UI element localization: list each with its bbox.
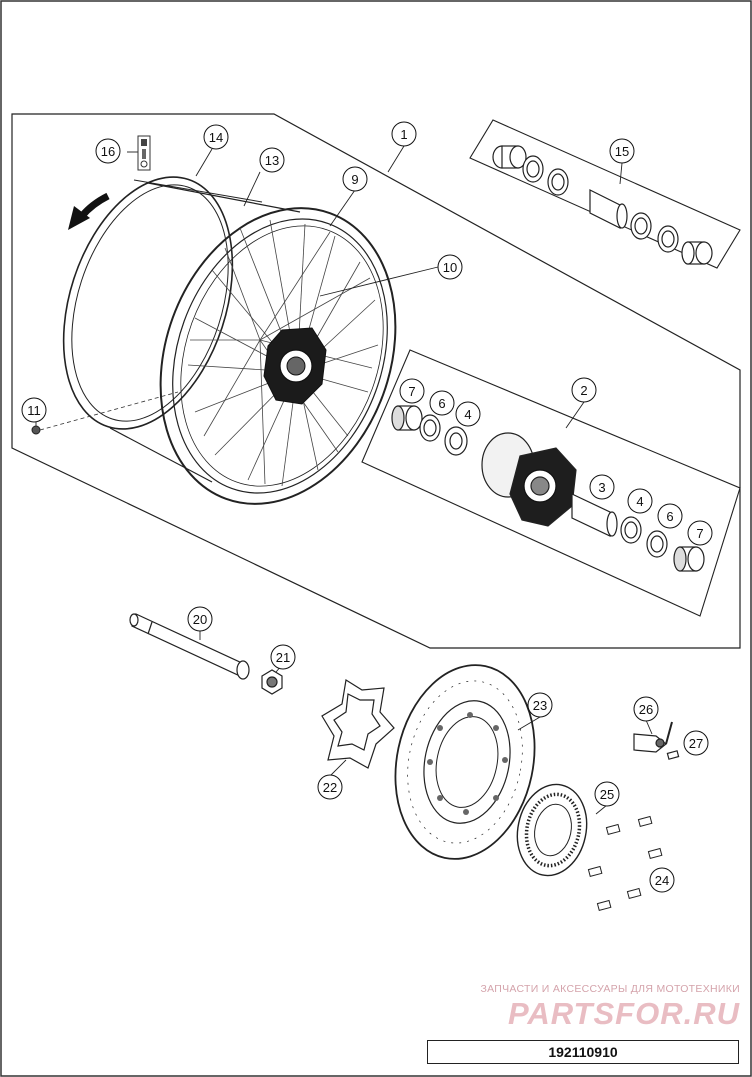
callout-numbers: 1 2 3 4 4 6 6 7 7 9 10 11 13 14 15 16 20…: [27, 127, 703, 888]
abs-ring-part: [516, 783, 588, 877]
callout-16: 16: [101, 144, 115, 159]
callout-26: 26: [639, 702, 653, 717]
callout-9: 9: [351, 172, 358, 187]
callout-4b: 4: [636, 494, 643, 509]
watermark-tagline: ЗАПЧАСТИ И АКСЕССУАРЫ ДЛЯ МОТОТЕХНИКИ: [480, 983, 740, 995]
callout-6a: 6: [438, 396, 445, 411]
callout-4a: 4: [464, 407, 471, 422]
callout-7a: 7: [408, 384, 415, 399]
callout-15: 15: [615, 144, 629, 159]
diagram-id: 192110910: [427, 1040, 739, 1064]
axle-nut-part: [261, 669, 283, 695]
callout-13: 13: [265, 153, 279, 168]
valve-part: [31, 391, 179, 435]
callout-23: 23: [533, 698, 547, 713]
callout-6b: 6: [666, 509, 673, 524]
rotation-arrow-icon: [68, 192, 110, 230]
hub-assembly-parts: [391, 405, 705, 572]
callout-27: 27: [689, 736, 703, 751]
brake-disc-part: [394, 664, 536, 860]
callout-circles: [21, 121, 713, 893]
callout-3: 3: [598, 480, 605, 495]
callout-2: 2: [580, 383, 587, 398]
axle-part: [129, 613, 250, 680]
callout-24: 24: [655, 873, 669, 888]
leader-lines: [35, 145, 653, 815]
disc-bolts-part: [587, 815, 663, 912]
speed-sensor-part: [633, 721, 680, 760]
callout-11: 11: [27, 403, 41, 418]
damper-part: [321, 679, 395, 769]
valve-stem-part: [127, 135, 151, 171]
callout-1: 1: [400, 127, 407, 142]
callout-21: 21: [276, 650, 290, 665]
callout-7b: 7: [696, 526, 703, 541]
wheel-assembly-outline: [11, 113, 741, 649]
callout-14: 14: [209, 130, 223, 145]
callout-22: 22: [323, 780, 337, 795]
callout-10: 10: [443, 260, 457, 275]
callout-20: 20: [193, 612, 207, 627]
bearing-kit-parts: [492, 145, 713, 265]
watermark-logo: PARTSFOR.RU: [507, 996, 740, 1031]
callout-25: 25: [600, 787, 614, 802]
hub-assembly-outline: [361, 349, 741, 617]
rear-wheel: [62, 176, 397, 505]
bearing-kit-outline: [469, 119, 741, 269]
